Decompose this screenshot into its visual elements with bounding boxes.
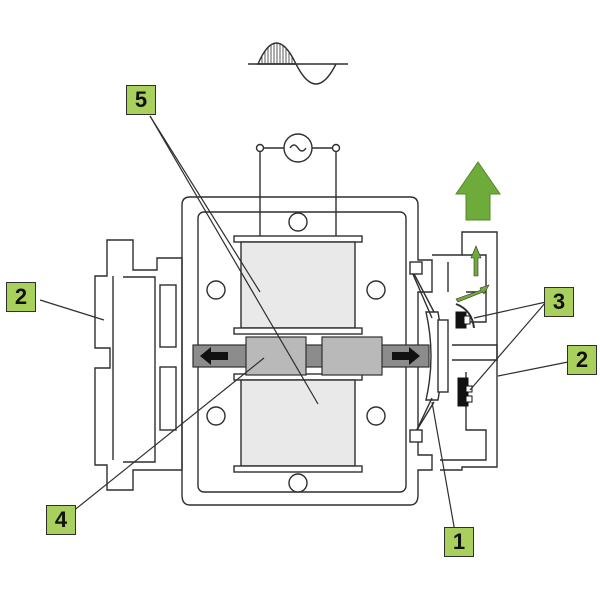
alternating-current-source-icon — [255, 133, 341, 238]
electromagnet-upper — [233, 235, 363, 335]
leader-lines — [39, 115, 569, 533]
internal-flow-arrows — [455, 245, 490, 303]
armature-shaft — [192, 336, 430, 376]
label-2-left: 2 — [6, 282, 36, 312]
valve-lower — [457, 377, 473, 407]
diaphragm-assembly — [409, 261, 449, 443]
left-pump-housing — [94, 239, 183, 491]
left-stroke-arrow-icon — [200, 347, 228, 365]
label-4: 4 — [46, 505, 76, 535]
half-wave-waveform-icon — [248, 42, 348, 85]
label-2-right: 2 — [567, 345, 597, 375]
label-5: 5 — [126, 85, 156, 115]
electromagnet-lower — [233, 373, 363, 473]
label-1: 1 — [444, 527, 474, 557]
label-3: 3 — [544, 287, 574, 317]
right-stroke-arrow-icon — [392, 347, 420, 365]
outflow-arrow-icon — [455, 161, 501, 221]
valve-upper — [455, 311, 471, 329]
